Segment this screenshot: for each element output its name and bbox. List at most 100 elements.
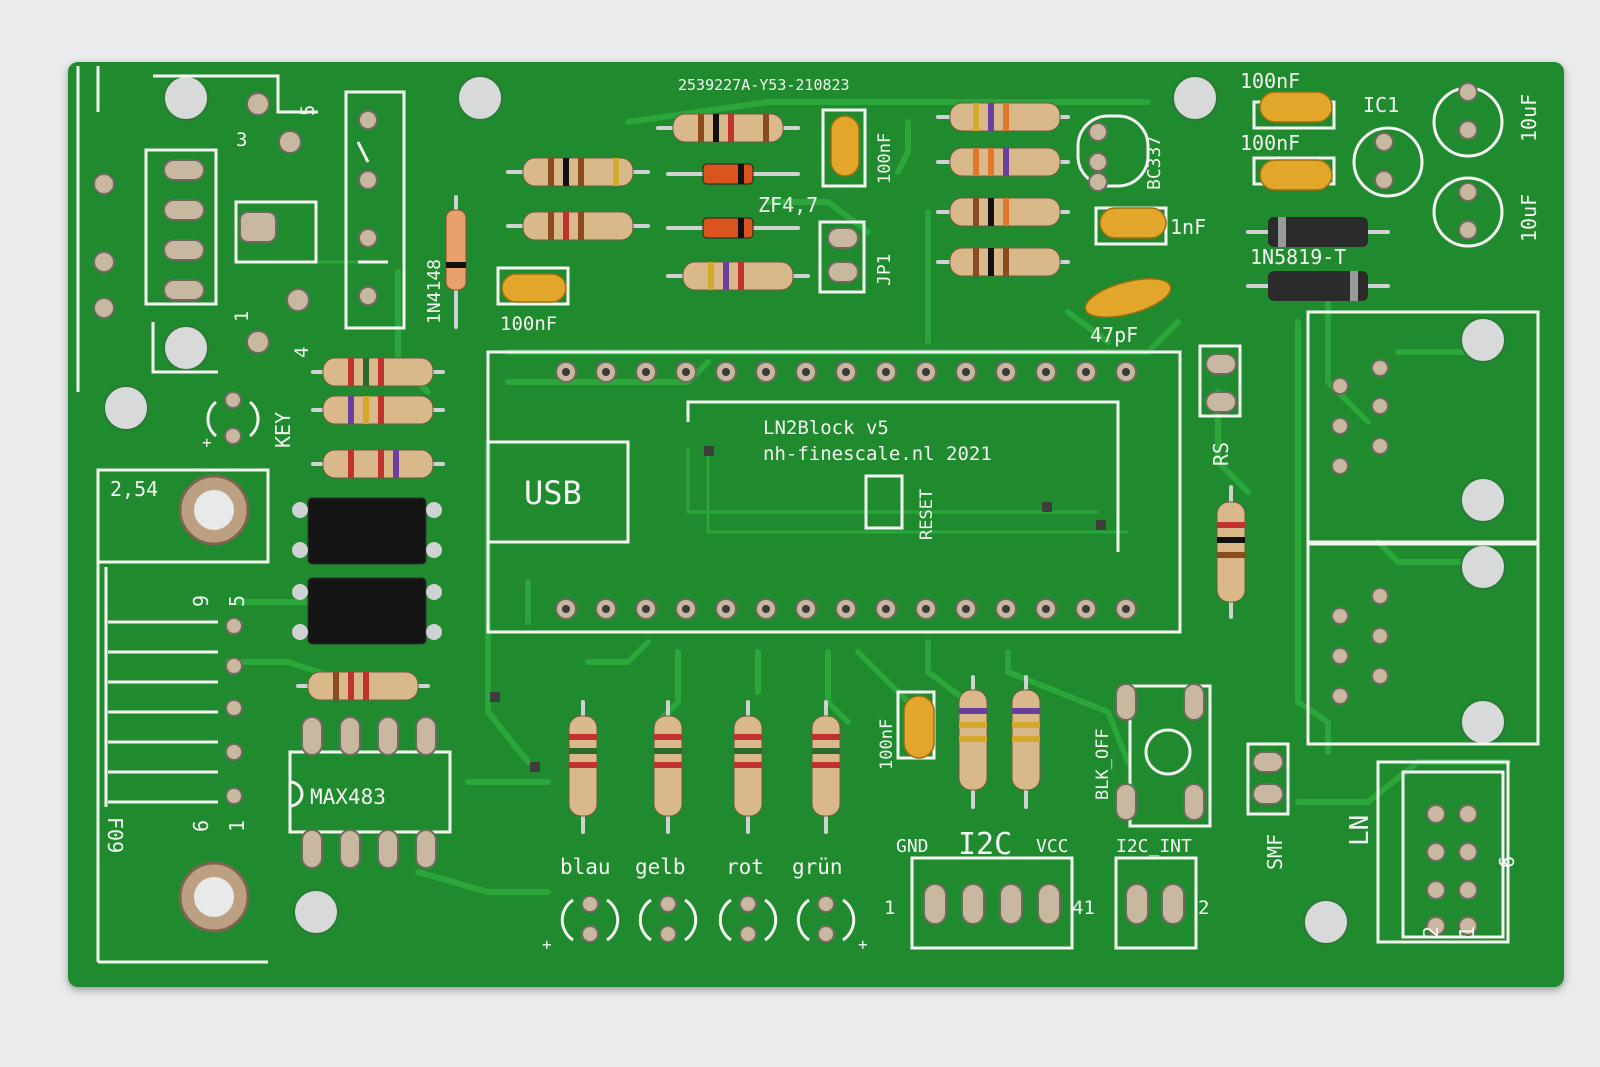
header-pin-hole: [1122, 605, 1130, 613]
diodes: [666, 163, 1390, 301]
i2c-pin-1: 1: [884, 897, 895, 919]
diode-1n4148-label: 1N4148: [424, 259, 445, 324]
header-pin-hole: [562, 368, 570, 376]
cap-1nf-label: 1nF: [1170, 215, 1206, 239]
header-pin-hole: [762, 605, 770, 613]
resistor-r3: [506, 211, 650, 241]
resistor-r18: [958, 675, 988, 809]
resistor-r16: [733, 700, 763, 834]
bc337-label: BC337: [1144, 136, 1165, 190]
header-pin-hole: [842, 605, 850, 613]
header-pin-hole: [922, 368, 930, 376]
header-pin-hole: [762, 368, 770, 376]
resistor-r10: [311, 395, 445, 425]
key-label: KEY: [271, 412, 295, 448]
header-pin-hole: [1082, 605, 1090, 613]
resistor-r4: [666, 261, 810, 291]
mounting-holes: [103, 75, 1506, 945]
header-pin-hole: [602, 605, 610, 613]
ic1-label: IC1: [1363, 93, 1399, 117]
silk-text: 2539227A-Y53-210823 LN2Block v5 nh-fines…: [103, 69, 1541, 954]
cap-100nf-label-b: 100nF: [500, 313, 557, 335]
rj-num-1: 1: [225, 820, 249, 832]
resistor-r11: [311, 449, 445, 479]
resistor-r8: [936, 247, 1070, 277]
resistor-r12: [296, 671, 430, 701]
header-pin-hole: [802, 605, 810, 613]
conn-num-4: 4: [291, 347, 313, 358]
diode-1n5819-label: 1N5819-T: [1250, 245, 1346, 269]
ln-pin-6: 6: [1495, 856, 1519, 868]
board-url: nh-finescale.nl 2021: [763, 443, 992, 465]
zener-label: ZF4,7: [758, 193, 818, 217]
led-plus-right: +: [858, 935, 868, 954]
cap-10uf-label-b: 10uF: [1517, 194, 1541, 242]
resistor-r13: [1216, 485, 1246, 619]
pitch-label: 2,54: [110, 477, 158, 501]
ln-label: LN: [1345, 815, 1375, 846]
header-pin-hole: [602, 368, 610, 376]
cap-100nf-label-c: 100nF: [1240, 69, 1300, 93]
silkscreen: [76, 66, 1540, 964]
header-pin-hole: [962, 368, 970, 376]
header-pin-hole: [642, 368, 650, 376]
board-title: LN2Block v5: [763, 417, 889, 439]
led-green-label: grün: [792, 855, 843, 879]
smf-label: SMF: [1263, 834, 1287, 870]
header-pin-hole: [1042, 368, 1050, 376]
header-pin-hole: [1002, 605, 1010, 613]
resistor-r2: [506, 157, 650, 187]
pads: [93, 82, 1478, 943]
resistor-r9: [311, 357, 445, 387]
i2c-int-label: I2C_INT: [1116, 836, 1192, 857]
cap-10uf-label-a: 10uF: [1517, 94, 1541, 142]
conn-num-5: 5: [297, 105, 319, 116]
resistors: [296, 102, 1246, 834]
cap-100nf-label-a: 100nF: [875, 133, 895, 184]
led-outlines: [206, 400, 856, 942]
vcc-label: VCC: [1036, 836, 1069, 857]
header-pin-hole: [842, 368, 850, 376]
resistor-r17: [811, 700, 841, 834]
led-blue-label: blau: [560, 855, 611, 879]
rj-num-5: 5: [225, 595, 249, 607]
header-pin-hole: [882, 605, 890, 613]
i2c-int-pin-2: 2: [1198, 897, 1209, 919]
header-pin-hole: [1002, 368, 1010, 376]
cap-100nf-label-d: 100nF: [1240, 131, 1300, 155]
f09-label: F09: [103, 817, 127, 853]
jp1-label: JP1: [874, 253, 895, 286]
header-pins: [555, 361, 1137, 620]
ln-pin-1: 1: [1455, 926, 1479, 938]
resistor-r7: [936, 197, 1070, 227]
header-pin-hole: [1042, 605, 1050, 613]
header-pin-hole: [642, 605, 650, 613]
conn-num-3: 3: [236, 129, 247, 151]
rj-num-6: 6: [189, 820, 213, 832]
i2c-label: I2C: [958, 827, 1012, 862]
resistor-r19: [1011, 675, 1041, 809]
blk-off-label: BLK_OFF: [1093, 728, 1113, 800]
header-pin-hole: [682, 605, 690, 613]
rj-num-9: 9: [189, 595, 213, 607]
resistor-r6: [936, 147, 1070, 177]
usb-label: USB: [524, 474, 582, 512]
gnd-label: GND: [896, 836, 929, 857]
header-pin-hole: [1082, 368, 1090, 376]
led-red-label: rot: [726, 855, 764, 879]
resistor-r15: [653, 700, 683, 834]
capacitors: [501, 91, 1333, 759]
pcb-board: 2539227A-Y53-210823 LN2Block v5 nh-fines…: [68, 62, 1564, 987]
resistor-r5: [936, 102, 1070, 132]
resistor-r20: [445, 195, 467, 329]
ics: [292, 497, 442, 645]
rs-label: RS: [1209, 442, 1233, 466]
resistor-r1: [656, 113, 800, 143]
header-pin-hole: [962, 605, 970, 613]
max483-label: MAX483: [310, 785, 386, 809]
led-plus-left: +: [542, 935, 552, 954]
board-code: 2539227A-Y53-210823: [678, 76, 850, 94]
resistor-r14: [568, 700, 598, 834]
header-pin-hole: [562, 605, 570, 613]
header-pin-hole: [722, 368, 730, 376]
